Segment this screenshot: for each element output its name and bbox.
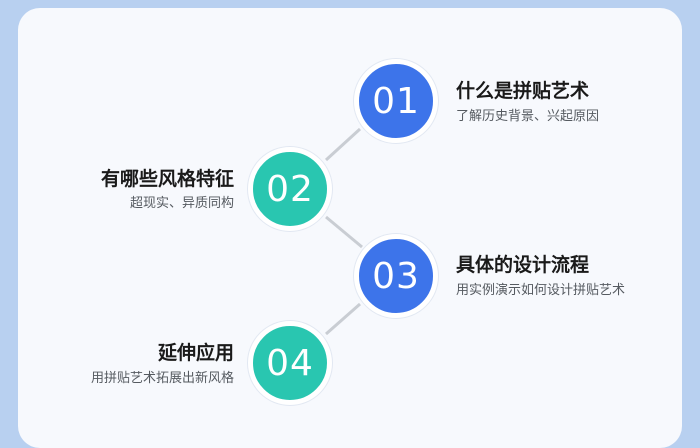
step-3-title: 具体的设计流程 (456, 254, 590, 276)
step-1-title: 什么是拼贴艺术 (456, 80, 590, 102)
step-4-title: 延伸应用 (157, 342, 234, 364)
content-card (18, 8, 682, 448)
step-1-description: 了解历史背景、兴起原因 (456, 109, 600, 124)
timeline-diagram: 01 什么是拼贴艺术 了解历史背景、兴起原因 02 有哪些风格特征 超现实、异质… (90, 59, 626, 405)
step-3-number-circle: 03 (354, 234, 438, 318)
step-4-description: 用拼贴艺术拓展出新风格 (90, 371, 234, 386)
step-2-title: 有哪些风格特征 (100, 168, 234, 190)
zigzag-connector (324, 127, 363, 336)
step-1-number-circle: 01 (354, 59, 438, 143)
step-3-description: 用实例演示如何设计拼贴艺术 (456, 283, 626, 298)
step-4-number-circle: 04 (248, 321, 332, 405)
step-4-number: 04 (266, 342, 314, 384)
step-2-number-circle: 02 (248, 147, 332, 231)
connector-line-1-2 (324, 127, 362, 162)
step-3-number: 03 (372, 255, 420, 297)
connector-line-3-4 (325, 302, 361, 336)
connector-line-2-3 (325, 215, 363, 249)
step-2-number: 02 (266, 168, 314, 210)
step-1-number: 01 (372, 80, 420, 122)
step-2-description: 超现实、异质同构 (129, 196, 234, 211)
